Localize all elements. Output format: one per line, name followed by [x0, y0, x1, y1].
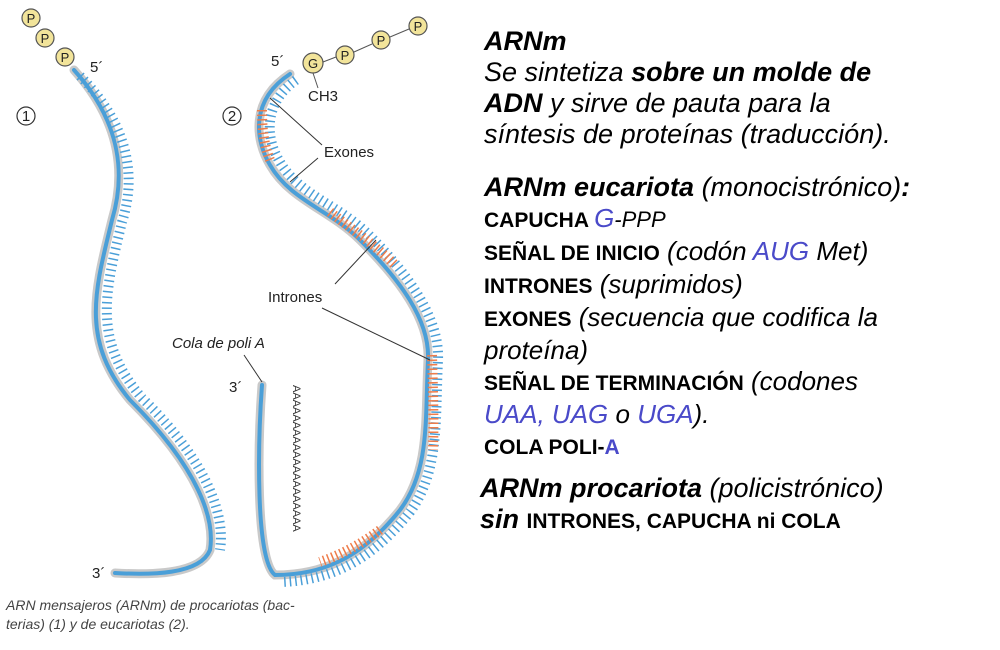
guanine-label: G	[308, 56, 318, 71]
intron-segment	[257, 109, 275, 162]
heading-eukaryote: ARNm eucariota (monocistrónico):	[484, 172, 911, 202]
caption-line: ARN mensajeros (ARNm) de procariotas (ba…	[6, 597, 295, 613]
eukaryote-mrna: AAAAAAAAAAAAAAAAAAAA	[254, 69, 444, 587]
five-prime-label: 5´	[271, 53, 284, 70]
heading-arnm: ARNm	[484, 26, 567, 56]
prokaryote-bases	[76, 72, 226, 551]
prokaryote-note: sin INTRONES, CAPUCHA ni COLA	[480, 504, 841, 534]
prokaryote-mrna	[69, 65, 226, 579]
item-poly-a: COLA POLI-A	[484, 436, 620, 459]
poly-a-tail: AAAAAAAAAAAAAAAAAAAA	[290, 385, 302, 532]
item-stop-signal: SEÑAL DE TERMINACIÓN (codones	[484, 366, 858, 396]
figure-number-2: 2	[228, 108, 236, 125]
mrna-diagram: P P P 5´ 3´ 1 AAAAAAAAAAAAAAAAAAAA G P P…	[16, 8, 444, 587]
intrones-label: Intrones	[268, 289, 322, 306]
description-line: Se sintetiza sobre un molde de	[484, 57, 872, 87]
prokaryote-strand	[72, 68, 213, 576]
phosphate-label: P	[377, 33, 386, 48]
phosphate-label: P	[341, 48, 350, 63]
heading-prokaryote: ARNm procariota (policistrónico)	[480, 473, 884, 503]
eukaryote-strand-exon	[257, 72, 431, 578]
poly-a-label: Cola de poli A	[172, 335, 265, 352]
ch3-label: CH3	[308, 88, 338, 105]
explanation-panel: ARNm Se sintetiza sobre un molde de ADN …	[480, 26, 994, 537]
exones-label: Exones	[324, 144, 374, 161]
caption-line: terias) (1) y de eucariotas (2).	[6, 616, 190, 632]
phosphate-label: P	[27, 11, 36, 26]
intron-segment	[326, 208, 399, 269]
item-start-signal: SEÑAL DE INICIO (codón AUG Met)	[484, 236, 869, 266]
three-prime-label: 3´	[92, 565, 105, 582]
figure-number-1: 1	[22, 108, 30, 125]
five-prime-label: 5´	[90, 59, 103, 76]
phosphate-label: P	[61, 50, 70, 65]
three-prime-label: 3´	[229, 379, 242, 396]
item-exons: EXONES (secuencia que codifica la	[484, 302, 878, 332]
eukaryote-bases	[264, 75, 444, 587]
item-exons-cont: proteína)	[484, 335, 589, 365]
item-stop-codons: UAA, UAG o UGA).	[484, 399, 710, 429]
description-line: ADN y sirve de pauta para la	[484, 88, 831, 118]
prokaryote-triphosphate: P P P	[21, 8, 75, 67]
phosphate-label: P	[41, 31, 50, 46]
description-line: síntesis de proteínas (traducción).	[484, 119, 891, 149]
item-cap: CAPUCHA G-PPP	[484, 203, 666, 233]
phosphate-label: P	[414, 19, 423, 34]
item-introns: INTRONES (suprimidos)	[484, 269, 743, 299]
eukaryote-cap: G P P P	[302, 16, 428, 89]
intron-segment	[427, 354, 439, 451]
figure-caption: ARN mensajeros (ARNm) de procariotas (ba…	[6, 596, 456, 634]
